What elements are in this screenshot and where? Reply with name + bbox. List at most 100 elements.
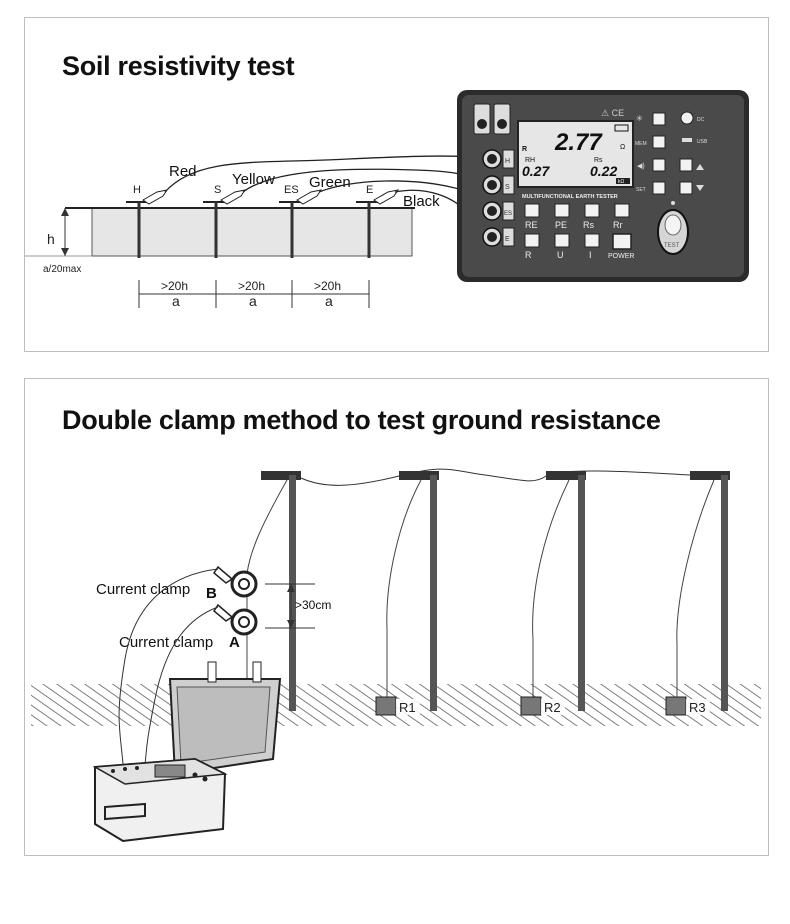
sound-key[interactable] bbox=[652, 158, 666, 172]
pole-top-3 bbox=[546, 471, 586, 480]
usb-label: USB bbox=[697, 139, 708, 145]
earth-tester-meter: H S ES E ⚠ CE bbox=[457, 90, 749, 282]
probe-label-s: S bbox=[214, 184, 221, 196]
function-keys-row1: RE PE Rs Rr bbox=[524, 203, 630, 230]
pole-4 bbox=[721, 475, 728, 711]
case-display bbox=[154, 764, 186, 778]
lcd-rs-value: 0.22 bbox=[590, 163, 617, 179]
up-key[interactable] bbox=[679, 158, 693, 172]
pole-top-1 bbox=[261, 471, 301, 480]
mem-key[interactable] bbox=[652, 135, 666, 149]
soil-block bbox=[91, 207, 413, 257]
pole-top-2 bbox=[399, 471, 439, 480]
up-arrow-icon bbox=[696, 164, 704, 170]
spacing-a-2: a bbox=[249, 293, 257, 309]
power-label: POWER bbox=[608, 253, 634, 260]
clip-red bbox=[142, 189, 169, 205]
clamp-b-text: Current clamp bbox=[96, 581, 190, 598]
key-rr[interactable] bbox=[614, 203, 630, 218]
soil-resistivity-panel: Soil resistivity test h a/20max H S ES bbox=[24, 17, 769, 352]
pole-2 bbox=[430, 475, 437, 711]
lcd-rh-label: RH bbox=[525, 157, 535, 164]
terminal-letter-h: H bbox=[505, 158, 510, 165]
clamp-a-text: Current clamp bbox=[119, 634, 213, 651]
terminal-jack-h: H bbox=[482, 149, 515, 169]
clamp-a-letter: A bbox=[229, 634, 240, 651]
lcd-rs-unit-tag: kΩ bbox=[618, 179, 625, 185]
key-label-r: R bbox=[525, 250, 532, 260]
terminal-jack-e: E bbox=[482, 227, 515, 247]
double-clamp-diagram: Re R1 R2 R3 Current clamp B Current clam… bbox=[31, 468, 761, 843]
terminal-letter-e: E bbox=[505, 236, 510, 243]
double-clamp-title: Double clamp method to test ground resis… bbox=[62, 405, 661, 435]
pole-top-4 bbox=[690, 471, 730, 480]
pole-1 bbox=[289, 475, 296, 711]
key-pe[interactable] bbox=[554, 203, 570, 218]
lcd-screen bbox=[517, 120, 634, 188]
spacing-label-1: >20h bbox=[161, 279, 188, 293]
clip-black bbox=[373, 189, 400, 205]
wire-label-red: Red bbox=[169, 163, 197, 180]
usb-port bbox=[682, 138, 692, 142]
case-handle bbox=[104, 802, 146, 821]
lcd-main-prefix: R bbox=[522, 146, 527, 153]
probe-label-e: E bbox=[366, 184, 373, 196]
clip-green bbox=[296, 189, 323, 205]
wire-red bbox=[164, 155, 491, 193]
lcd-rh-value: 0.27 bbox=[522, 163, 550, 179]
terminal-letter-es: ES bbox=[504, 211, 512, 217]
key-label-pe: PE bbox=[555, 220, 567, 230]
warning-icon: ⚠ CE bbox=[601, 108, 624, 118]
spacing-dimension bbox=[138, 280, 370, 308]
dc-label: DC bbox=[697, 117, 705, 123]
mem-label: MEM bbox=[635, 141, 647, 147]
electrode-r3 bbox=[665, 696, 687, 716]
key-label-re: RE bbox=[525, 220, 538, 230]
key-rs[interactable] bbox=[584, 203, 600, 218]
pole-3 bbox=[578, 475, 585, 711]
overhead-wire bbox=[300, 468, 691, 486]
tester-case bbox=[92, 661, 282, 843]
electrode-label-r3: R3 bbox=[689, 700, 706, 715]
electrode-r1 bbox=[375, 696, 397, 716]
current-clamp-b bbox=[213, 565, 258, 598]
key-label-rs: Rs bbox=[583, 220, 594, 230]
spacing-a-3: a bbox=[325, 293, 333, 309]
lcd-main-unit: Ω bbox=[620, 144, 625, 151]
key-i[interactable] bbox=[584, 233, 600, 248]
current-clamp-a bbox=[213, 603, 258, 636]
terminal-jack-s: S bbox=[482, 175, 515, 195]
probe-label-es: ES bbox=[284, 184, 299, 196]
terminal-letter-s: S bbox=[505, 184, 510, 191]
spacing-a-1: a bbox=[172, 293, 180, 309]
set-label: SET bbox=[636, 187, 646, 193]
clamp-b-letter: B bbox=[206, 585, 217, 602]
depth-max-label: a/20max bbox=[43, 264, 81, 275]
key-re[interactable] bbox=[524, 203, 540, 218]
poles bbox=[261, 471, 730, 711]
key-u[interactable] bbox=[554, 233, 570, 248]
set-key[interactable] bbox=[652, 181, 666, 195]
battery-icon bbox=[614, 124, 629, 132]
key-r[interactable] bbox=[524, 233, 540, 248]
terminal-jack-es: ES bbox=[482, 201, 515, 221]
electrode-label-r1: R1 bbox=[399, 700, 416, 715]
down-key[interactable] bbox=[679, 181, 693, 195]
meter-brand-text: MULTIFUNCTIONAL EARTH TESTER bbox=[522, 194, 618, 200]
backlight-key[interactable] bbox=[652, 112, 666, 126]
key-label-u: U bbox=[557, 250, 564, 260]
spacing-label-3: >20h bbox=[314, 279, 341, 293]
soil-test-diagram: h a/20max H S ES E bbox=[25, 90, 749, 309]
test-indicator bbox=[671, 201, 675, 205]
depth-label: h bbox=[47, 231, 55, 247]
wire-label-green: Green bbox=[309, 174, 351, 191]
double-clamp-panel: Double clamp method to test ground resis… bbox=[24, 378, 769, 856]
probe-label-h: H bbox=[133, 184, 141, 196]
down-arrow-icon bbox=[696, 185, 704, 191]
ground-conductors bbox=[246, 479, 715, 699]
sound-icon: ◀) bbox=[637, 163, 645, 170]
soil-test-title: Soil resistivity test bbox=[62, 51, 295, 81]
clamp-distance-label: >30cm bbox=[295, 598, 331, 612]
clip-yellow bbox=[220, 189, 247, 205]
power-button[interactable] bbox=[612, 233, 632, 250]
